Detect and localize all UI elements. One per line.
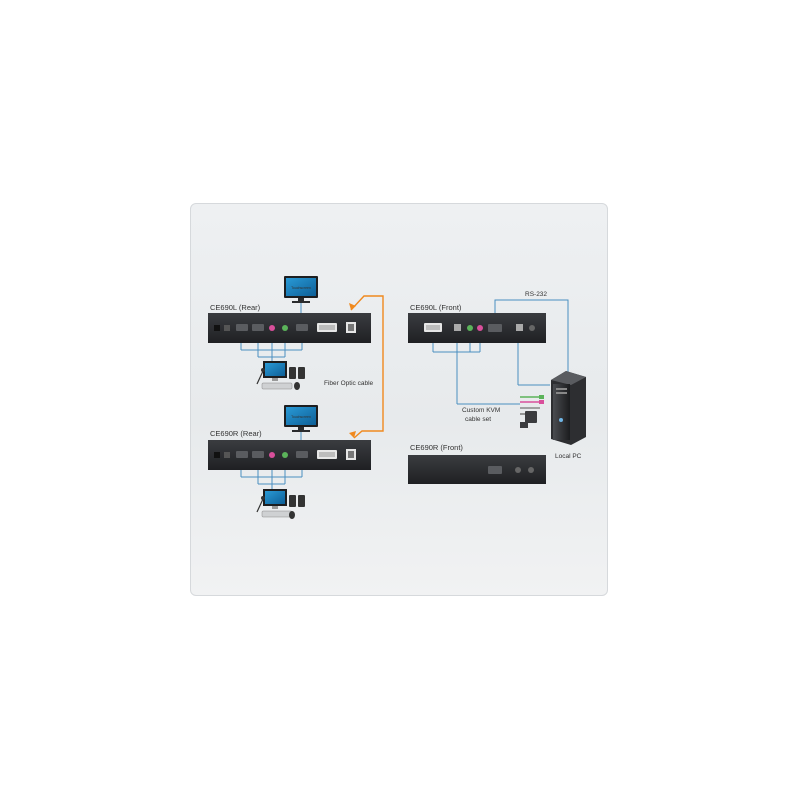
diagram-panel: [190, 203, 608, 596]
monitor-top-brand: Touchscreen: [291, 286, 311, 290]
ce690r-rear-device: [208, 440, 371, 470]
ce690r-front-device: [408, 455, 546, 484]
local-pc-label: Local PC: [555, 453, 582, 460]
ce690l-front-cables: [432, 299, 569, 405]
ce690r-rear-cables: [240, 470, 303, 490]
monitor-bottom-brand: Touchscreen: [291, 415, 311, 419]
ce690r-rear-label: CE690R (Rear): [210, 429, 262, 438]
ce690r-front-label: CE690R (Front): [410, 443, 463, 452]
kvm-cable-connectors: [520, 395, 544, 428]
ce690l-rear-label: CE690L (Rear): [210, 303, 261, 312]
console-set-left: [256, 361, 305, 390]
local-pc-tower: [551, 371, 586, 445]
console-set-right: [256, 489, 305, 519]
ce690l-rear-cables: [240, 343, 303, 362]
fiber-optic-label: Fiber Optic cable: [324, 380, 374, 387]
custom-kvm-label-line2: cable set: [465, 416, 491, 423]
ce690l-front-device: [408, 313, 546, 343]
rs232-label: RS-232: [525, 291, 547, 298]
fiber-optic-cable: [350, 295, 384, 439]
ce690l-front-label: CE690L (Front): [410, 303, 462, 312]
monitor-bottom: Touchscreen: [284, 405, 318, 444]
ce690l-rear-device: [208, 313, 371, 343]
monitor-top: Touchscreen: [284, 276, 318, 318]
custom-kvm-label-line1: Custom KVM: [462, 407, 500, 414]
